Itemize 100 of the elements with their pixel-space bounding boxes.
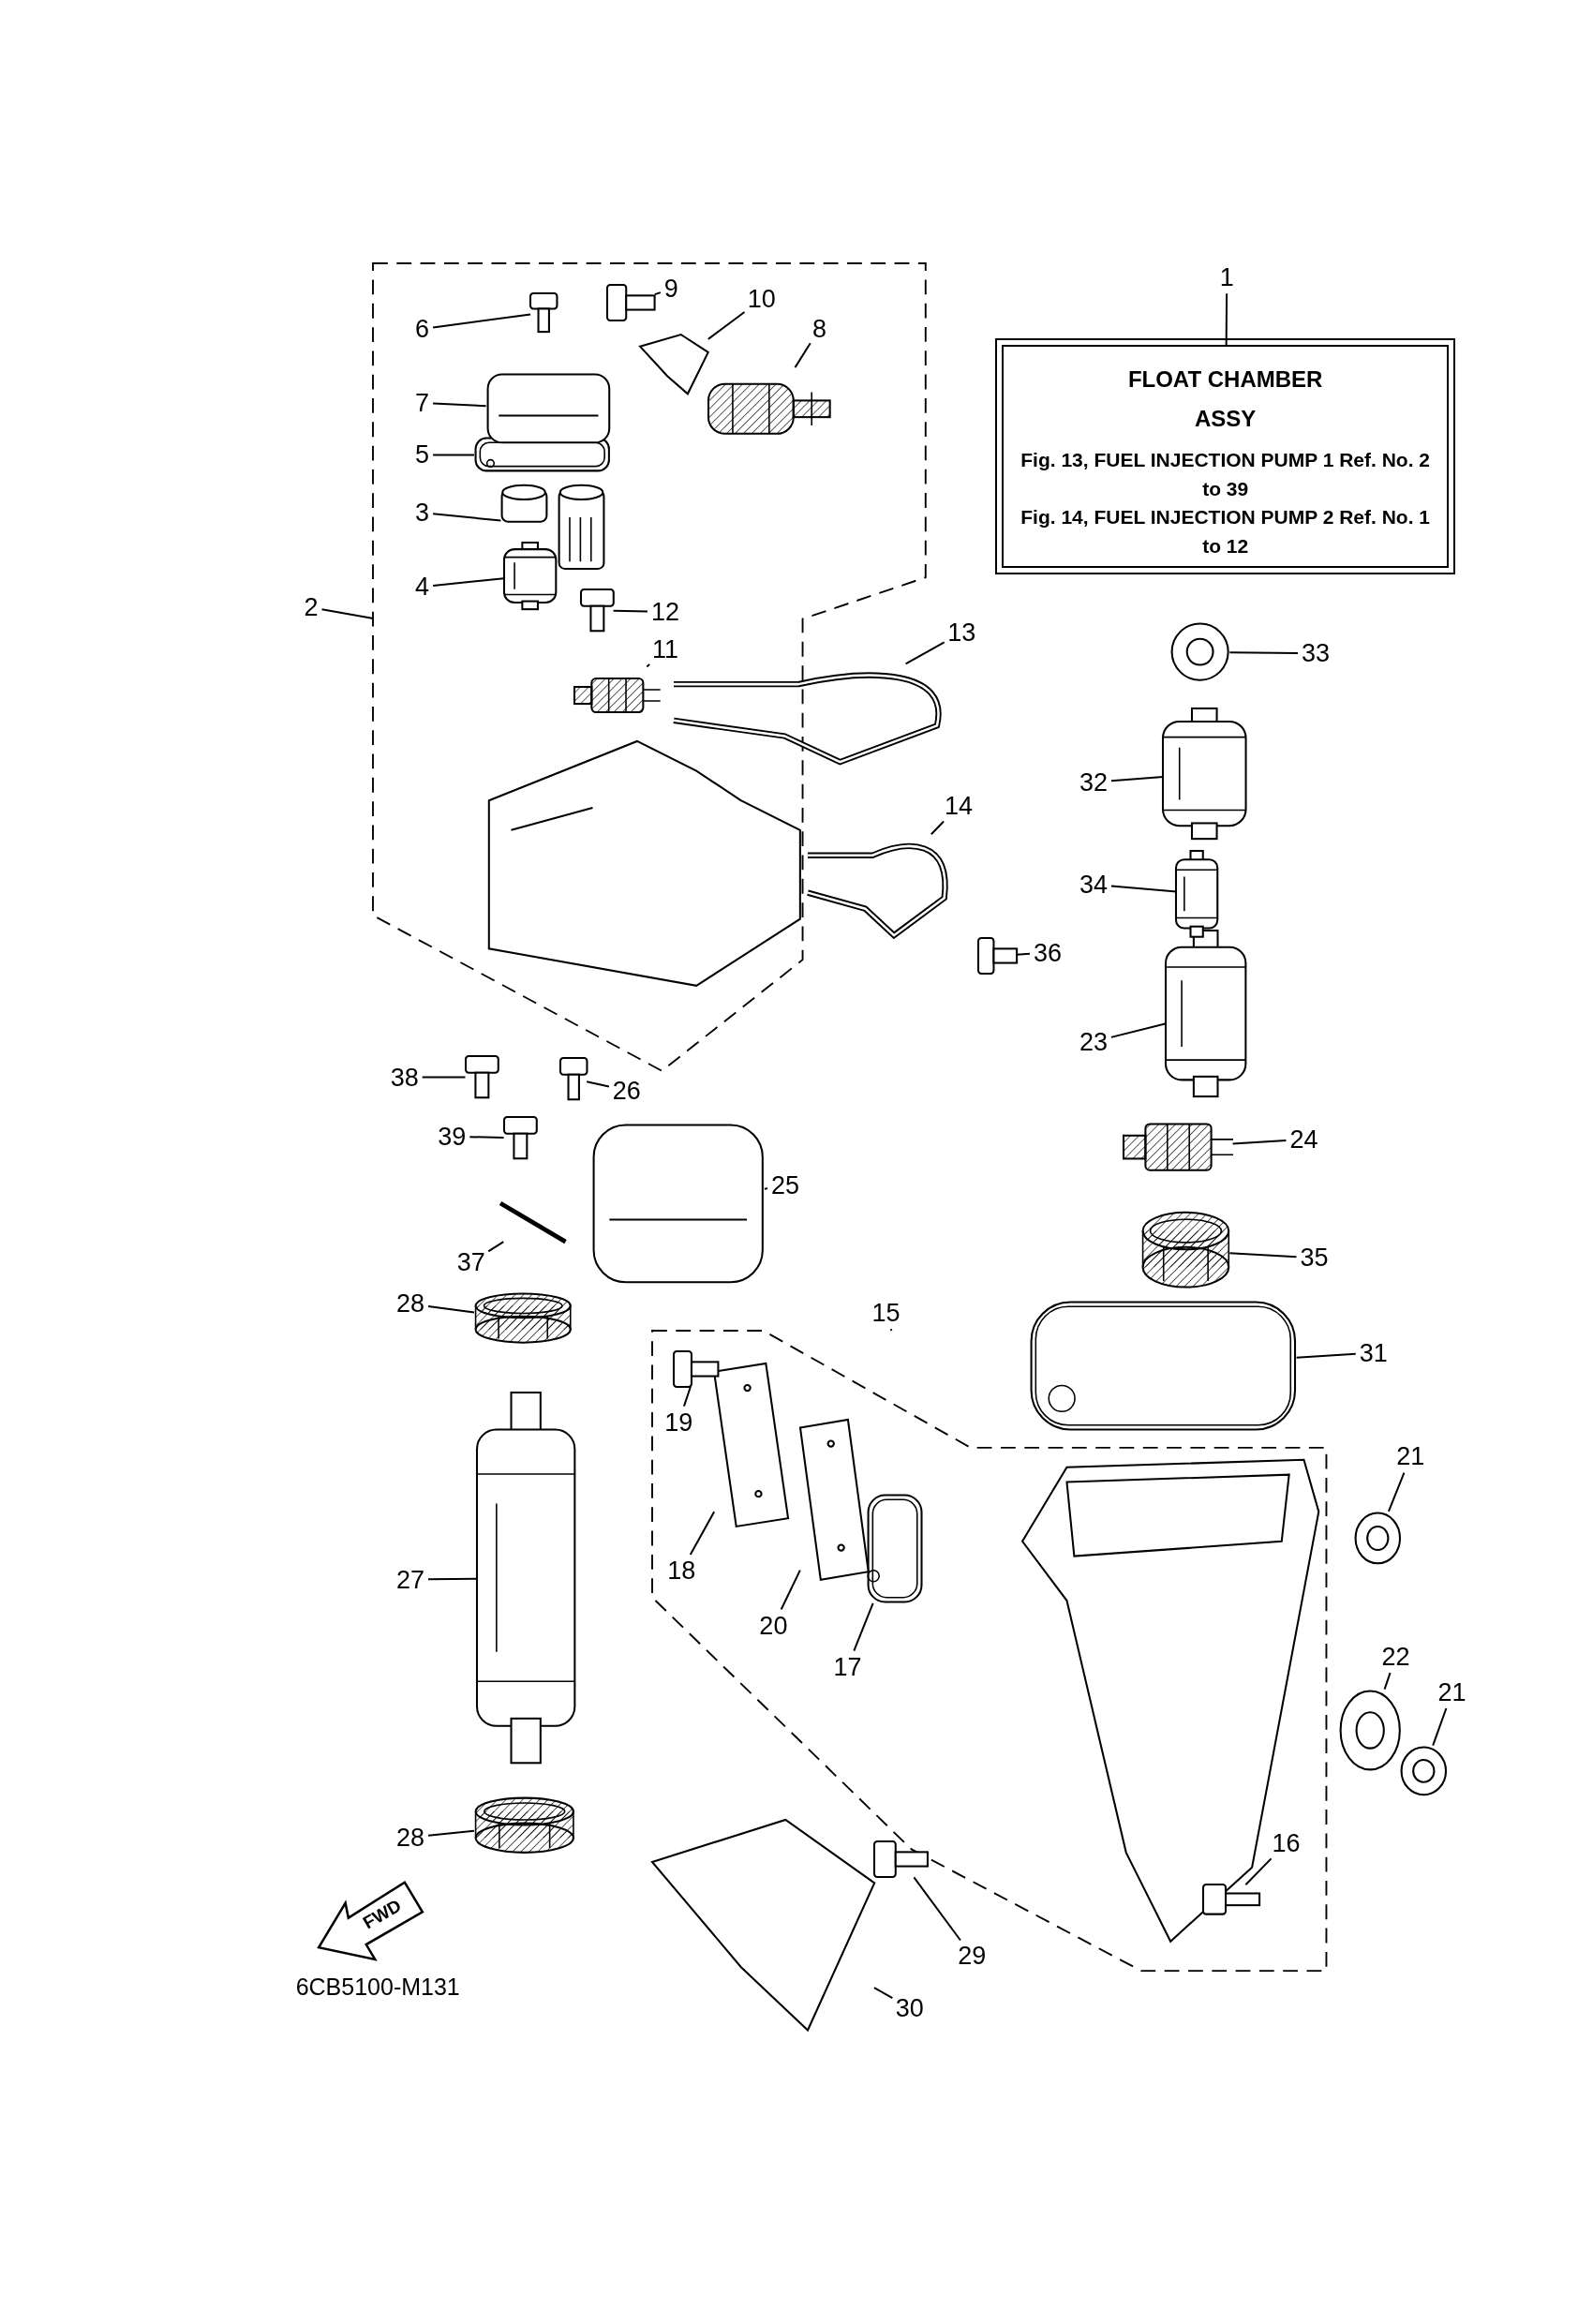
callout-number: 23: [1079, 1029, 1108, 1055]
screw-drawing: [607, 284, 655, 320]
callout-number: 37: [456, 1249, 485, 1275]
callout-number: 34: [1079, 872, 1108, 898]
callout-number: 12: [650, 599, 679, 625]
leader-line: [913, 1876, 961, 1942]
callout-number: 14: [945, 793, 974, 819]
callout-number: 30: [895, 1995, 924, 2021]
grommet-drawing: [1170, 622, 1230, 682]
reference-note: Fig. 14, FUEL INJECTION PUMP 2 Ref. No. 1 to 12: [1020, 505, 1432, 559]
leader-line: [426, 1304, 475, 1314]
leader-line: [780, 1569, 801, 1611]
callout-number: 17: [833, 1654, 862, 1680]
callout-number: 16: [1272, 1830, 1301, 1856]
callout-number: 21: [1437, 1679, 1466, 1706]
callout-number: 21: [1396, 1443, 1425, 1469]
pin-drawing: [500, 1202, 566, 1243]
callout-number: 5: [415, 441, 430, 468]
cylinder-drawing: [1163, 708, 1246, 839]
callout-number: 6: [415, 316, 430, 342]
callout-number: 9: [663, 276, 678, 302]
callout-number: 29: [958, 1943, 987, 1969]
leader-line: [432, 402, 487, 408]
leader-line: [889, 1328, 893, 1332]
cylinder-drawing: [477, 1393, 575, 1764]
callout-number: 3: [415, 499, 430, 526]
leader-line: [1432, 1707, 1448, 1747]
callout-number: 27: [395, 1567, 424, 1593]
callout-number: 10: [747, 286, 776, 312]
leader-line: [689, 1511, 716, 1557]
ring-drawing: [474, 1293, 573, 1345]
leader-line: [1387, 1471, 1406, 1512]
leader-line: [1228, 1252, 1298, 1259]
leader-line: [421, 1076, 467, 1079]
cylinder-drawing: [1176, 850, 1218, 937]
leader-line: [763, 1187, 769, 1190]
drawing-code: 6CB5100-M131: [295, 1973, 460, 2001]
callout-number: 15: [871, 1300, 901, 1326]
bracket-drawing: [651, 1819, 874, 2031]
leader-line: [872, 1987, 894, 2000]
leader-line: [586, 1080, 610, 1088]
callout-number: 11: [651, 636, 678, 663]
callout-number: 35: [1300, 1244, 1329, 1271]
callout-number: 28: [395, 1825, 424, 1851]
reference-note: Fig. 13, FUEL INJECTION PUMP 1 Ref. No. 2 to 39: [1020, 448, 1432, 501]
screw-drawing: [503, 1117, 537, 1159]
callout-number: 19: [664, 1409, 693, 1436]
leader-line: [904, 641, 945, 665]
leader-line: [1244, 1857, 1273, 1886]
callout-number: 4: [415, 574, 430, 600]
callout-number: 38: [390, 1065, 419, 1091]
callout-number: 2: [304, 594, 319, 620]
callout-number: 36: [1033, 940, 1062, 966]
leader-line: [853, 1601, 874, 1652]
leader-line: [646, 663, 651, 668]
leader-line: [1225, 292, 1228, 347]
callout-number: 22: [1381, 1644, 1410, 1670]
leader-line: [930, 820, 945, 836]
cylinder-drawing: [503, 542, 556, 609]
callout-number: 8: [811, 316, 826, 342]
screw-drawing: [977, 937, 1017, 974]
screw-drawing: [465, 1056, 499, 1098]
direction-label: FWD: [359, 1895, 406, 1934]
leader-line: [427, 1829, 475, 1837]
leader-line: [487, 1241, 505, 1253]
cover-drawing: [485, 373, 611, 445]
callout-number: 31: [1359, 1340, 1388, 1366]
screw-drawing: [530, 293, 558, 333]
leader-line: [1295, 1352, 1357, 1359]
screw-drawing: [873, 1841, 928, 1878]
leader-line: [469, 1136, 505, 1139]
callout-number: 28: [395, 1290, 424, 1317]
leader-line: [1383, 1672, 1392, 1691]
grommet-drawing: [1339, 1689, 1402, 1771]
cover-drawing: [592, 1123, 765, 1284]
grommet-drawing: [1354, 1511, 1402, 1565]
ring-drawing: [474, 1797, 575, 1855]
leader-line: [320, 608, 375, 620]
leader-line: [1228, 651, 1300, 655]
leader-line: [1231, 1140, 1288, 1145]
ring-drawing: [1140, 1212, 1230, 1289]
leader-line: [1015, 952, 1031, 956]
screw-drawing: [559, 1058, 588, 1100]
leader-line: [432, 454, 475, 456]
callout-number: 7: [415, 390, 430, 416]
gasket-drawing: [1029, 1301, 1297, 1432]
leader-line: [707, 311, 746, 340]
callout-number: 13: [947, 619, 976, 646]
leader-line: [794, 342, 811, 369]
grommet-drawing: [1400, 1745, 1448, 1796]
callout-number: 33: [1302, 640, 1331, 666]
callout-number: 32: [1079, 769, 1108, 796]
leader-line: [432, 513, 502, 522]
box-heading: FLOAT CHAMBER ASSY: [1126, 365, 1324, 434]
cylinder-drawing: [1166, 931, 1246, 1097]
leader-line: [612, 609, 648, 613]
callout-number: 1: [1219, 264, 1234, 290]
callout-number: 25: [771, 1172, 800, 1199]
leader-line: [432, 313, 532, 329]
bracket-drawing: [640, 335, 708, 395]
